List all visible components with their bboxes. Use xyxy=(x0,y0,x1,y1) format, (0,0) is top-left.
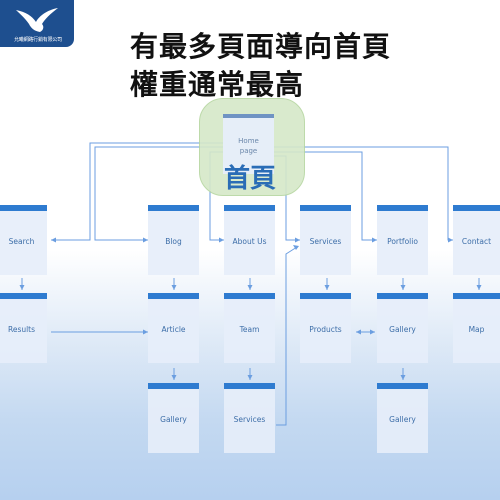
home-page-node: Home page xyxy=(223,114,274,174)
node-search: Search xyxy=(0,205,47,275)
node-label: Portfolio xyxy=(387,237,418,246)
node-about-services: Services xyxy=(224,383,275,453)
node-label: Services xyxy=(233,415,266,424)
node-label: Gallery xyxy=(389,415,416,424)
node-article: Article xyxy=(148,293,199,363)
node-portfolio-gallery-2: Gallery xyxy=(377,383,428,453)
node-label: Search xyxy=(8,237,35,246)
node-label: Gallery xyxy=(389,325,416,334)
node-label: Gallery xyxy=(160,415,187,424)
home-label-line2: page xyxy=(239,147,258,155)
node-label: Map xyxy=(468,325,485,334)
node-blog-gallery: Gallery xyxy=(148,383,199,453)
node-blog: Blog xyxy=(148,205,199,275)
node-services: Services xyxy=(300,205,351,275)
headline: 有最多頁面導向首頁 權重通常最高 xyxy=(130,28,391,104)
node-label: Contact xyxy=(461,237,492,246)
node-portfolio-gallery: Gallery xyxy=(377,293,428,363)
node-label: Blog xyxy=(165,237,182,246)
node-map: Map xyxy=(453,293,500,363)
node-label: Results xyxy=(7,325,36,334)
node-label: Services xyxy=(309,237,342,246)
headline-line1: 有最多頁面導向首頁 xyxy=(130,30,392,63)
node-label: Article xyxy=(161,325,186,334)
node-label: About Us xyxy=(232,237,267,246)
node-portfolio: Portfolio xyxy=(377,205,428,275)
node-products: Products xyxy=(300,293,351,363)
node-label: Products xyxy=(309,325,342,334)
node-about-us: About Us xyxy=(224,205,275,275)
home-label-zh: 首頁 xyxy=(223,164,276,194)
node-label: Team xyxy=(239,325,260,334)
company-logo: 允曦網路行銷有限公司 xyxy=(0,0,74,47)
company-name: 允曦網路行銷有限公司 xyxy=(13,37,62,43)
node-results: Results xyxy=(0,293,47,363)
eagle-icon xyxy=(16,8,58,32)
node-team: Team xyxy=(224,293,275,363)
home-label-line1: Home xyxy=(238,137,259,145)
node-contact: Contact xyxy=(453,205,500,275)
headline-line2: 權重通常最高 xyxy=(130,68,305,101)
